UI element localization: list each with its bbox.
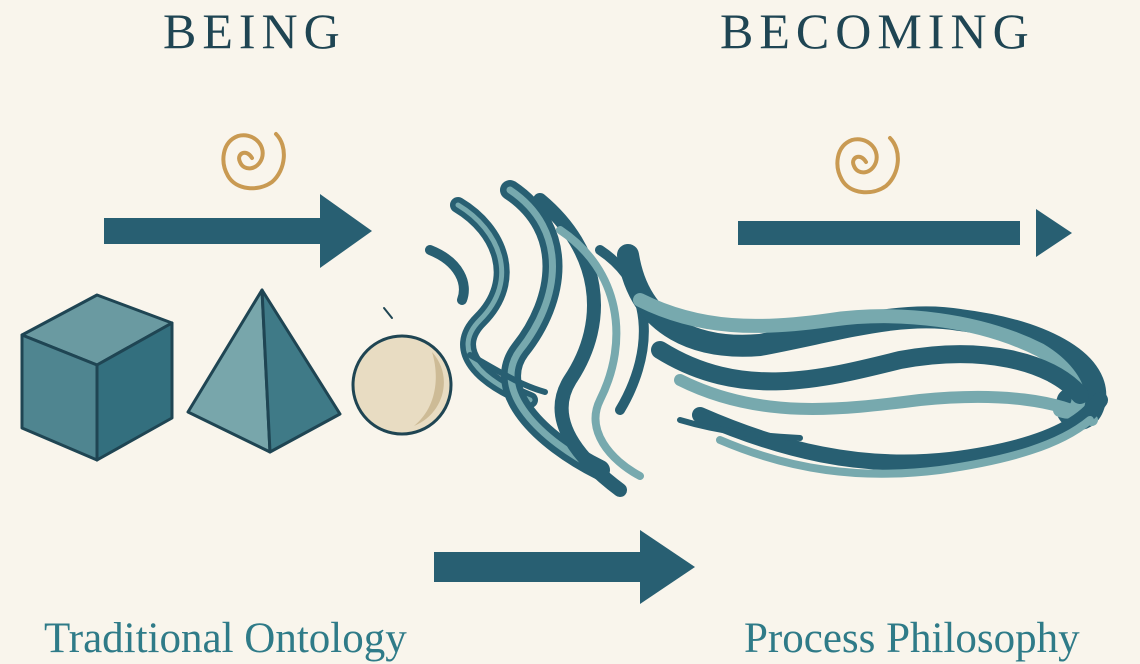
flowing-wave-icon: [425, 180, 1108, 497]
sphere-icon: [351, 307, 453, 436]
spiral-icon-left: [221, 132, 286, 191]
left-arrow-icon: [104, 194, 372, 268]
bottom-arrow-icon: [434, 530, 695, 604]
process-philosophy-caption: Process Philosophy: [744, 615, 1080, 662]
being-heading: BEING: [163, 3, 346, 59]
cube-icon: [20, 293, 174, 462]
right-arrow-icon: [738, 209, 1072, 257]
traditional-ontology-caption: Traditional Ontology: [44, 615, 407, 662]
pyramid-icon: [186, 288, 342, 454]
becoming-heading: BECOMING: [720, 3, 1035, 59]
spiral-icon-right: [835, 136, 900, 195]
